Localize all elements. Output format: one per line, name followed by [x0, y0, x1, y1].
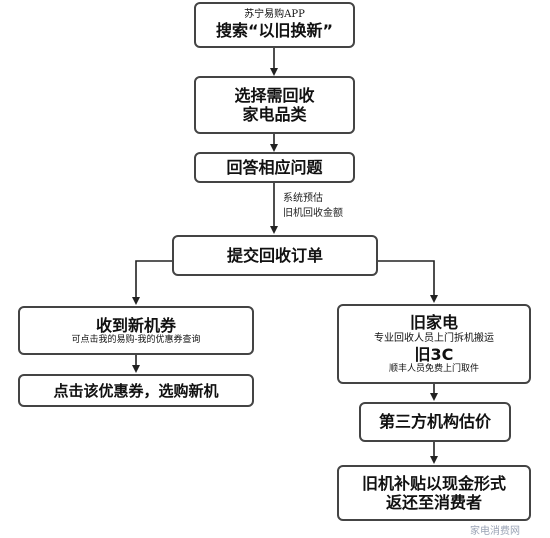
note-system-estimate: 系统预估 旧机回收金额	[283, 192, 343, 221]
node-select-category-line2: 家电品类	[242, 105, 307, 124]
node-receive-coupon-note: 可点击我的易购-我的优惠券查询	[71, 334, 201, 345]
node-select-category-line1: 选择需回收	[234, 85, 315, 105]
node-answer-questions-label: 回答相应问题	[226, 157, 323, 177]
arrow-submit-to-old	[377, 260, 438, 303]
arrow-submit-to-coupon	[132, 260, 175, 305]
node-old-appliance-title1: 旧家电	[409, 313, 458, 333]
node-old-appliance-note2: 顺丰人员免费上门取件	[388, 363, 479, 374]
node-cash-subsidy: 旧机补贴以现金形式 返还至消费者	[337, 465, 531, 521]
node-third-party: 第三方机构估价	[359, 402, 511, 442]
node-app-search-line2: 搜索“以旧换新”	[215, 21, 334, 41]
node-click-coupon-label: 点击该优惠券，选购新机	[53, 381, 219, 400]
node-submit-order: 提交回收订单	[172, 235, 378, 276]
node-third-party-label: 第三方机构估价	[378, 412, 491, 432]
node-cash-subsidy-line2: 返还至消费者	[385, 493, 482, 512]
node-answer-questions: 回答相应问题	[194, 152, 355, 183]
node-old-appliance: 旧家电 专业回收人员上门拆机搬运 旧3C 顺丰人员免费上门取件	[337, 304, 531, 384]
node-old-appliance-title2: 旧3C	[414, 344, 454, 364]
node-cash-subsidy-line1: 旧机补贴以现金形式	[361, 473, 506, 493]
watermark: 家电消费网	[470, 526, 520, 537]
node-click-coupon: 点击该优惠券，选购新机	[18, 374, 254, 407]
node-select-category: 选择需回收 家电品类	[194, 76, 355, 134]
note-system-estimate-line1: 系统预估	[283, 193, 323, 204]
node-app-search-line1: 苏宁易购APP	[244, 9, 305, 21]
node-receive-coupon: 收到新机券 可点击我的易购-我的优惠券查询	[18, 306, 254, 355]
node-receive-coupon-title: 收到新机券	[95, 315, 176, 335]
note-system-estimate-line2: 旧机回收金额	[283, 207, 343, 219]
node-app-search: 苏宁易购APP 搜索“以旧换新”	[194, 2, 355, 48]
node-old-appliance-note1: 专业回收人员上门拆机搬运	[374, 332, 494, 344]
node-submit-order-label: 提交回收订单	[226, 245, 323, 265]
